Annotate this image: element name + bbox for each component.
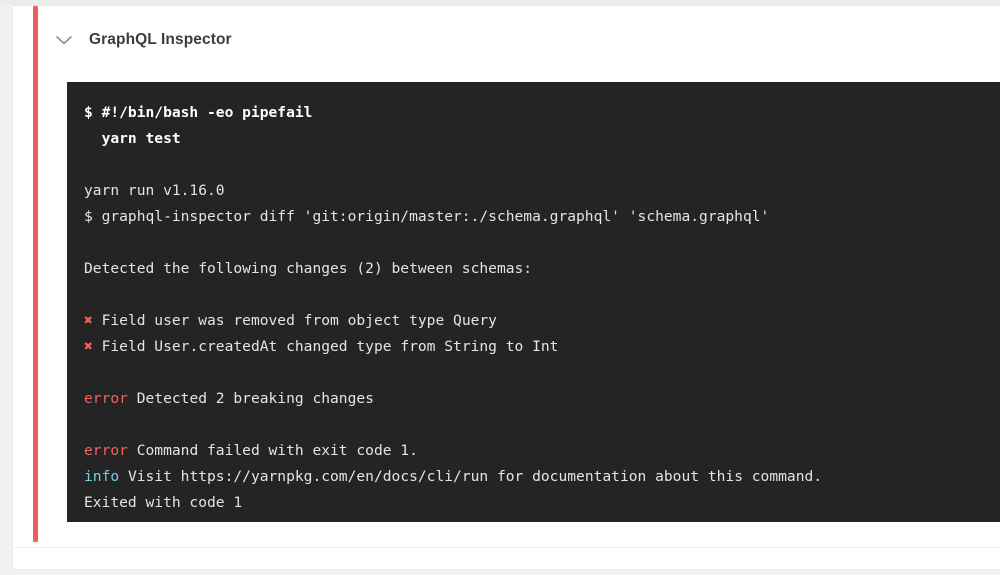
console-text-tok-info: info [84,468,120,485]
chevron-down-icon[interactable] [53,29,75,51]
console-line-output: Exited with code 1 [84,490,1000,516]
console-text-tok-cross: ✖ [84,312,93,329]
console-output[interactable]: $ #!/bin/bash -eo pipefail yarn test yar… [67,82,1000,522]
console-line-breaking-change: ✖ Field user was removed from object typ… [84,308,1000,334]
console-line-blank [84,360,1000,386]
page-top-strip [0,0,1000,5]
console-line-blank [84,230,1000,256]
console-line-blank [84,282,1000,308]
console-line-breaking-change: ✖ Field User.createdAt changed type from… [84,334,1000,360]
console-text-tok-cross: ✖ [84,338,93,355]
page-title: GraphQL Inspector [89,31,232,48]
job-header[interactable]: GraphQL Inspector [53,20,232,60]
console-text-dim: Field user was removed from object type … [92,312,497,329]
console-line-blank [84,412,1000,438]
console-text-dim: Detected 2 breaking changes [127,390,374,407]
console-line-info: info Visit https://yarnpkg.com/en/docs/c… [84,464,1000,490]
console-text-tok-error: error [84,390,128,407]
console-line-error: error Command failed with exit code 1. [84,438,1000,464]
console-line-command: $ #!/bin/bash -eo pipefail [84,100,1000,126]
console-text-cmd: $ #!/bin/bash -eo pipefail [84,104,313,121]
console-text-tok-error: error [84,442,128,459]
console-line-output: $ graphql-inspector diff 'git:origin/mas… [84,204,1000,230]
console-text-dim: yarn run v1.16.0 [84,182,225,199]
page-left-gutter [0,0,13,575]
console-line-error: error Detected 2 breaking changes [84,386,1000,412]
console-text-dim: Exited with code 1 [84,494,243,511]
console-text-dim: Detected the following changes (2) betwe… [84,260,533,277]
console-line-output: Detected the following changes (2) betwe… [84,256,1000,282]
card-divider [13,547,1000,548]
status-accent-bar [33,6,38,542]
console-text-dim: Field User.createdAt changed type from S… [92,338,559,355]
console-line-blank [84,152,1000,178]
console-text-dim: $ graphql-inspector diff 'git:origin/mas… [84,208,770,225]
card-footer [13,548,1000,569]
console-text-dim: Command failed with exit code 1. [127,442,418,459]
console-text-dim: Visit https://yarnpkg.com/en/docs/cli/ru… [119,468,823,485]
console-line-command: yarn test [84,126,1000,152]
job-card: GraphQL Inspector $ #!/bin/bash -eo pipe… [13,5,1000,569]
console-text-cmd: yarn test [84,130,181,147]
console-line-output: yarn run v1.16.0 [84,178,1000,204]
